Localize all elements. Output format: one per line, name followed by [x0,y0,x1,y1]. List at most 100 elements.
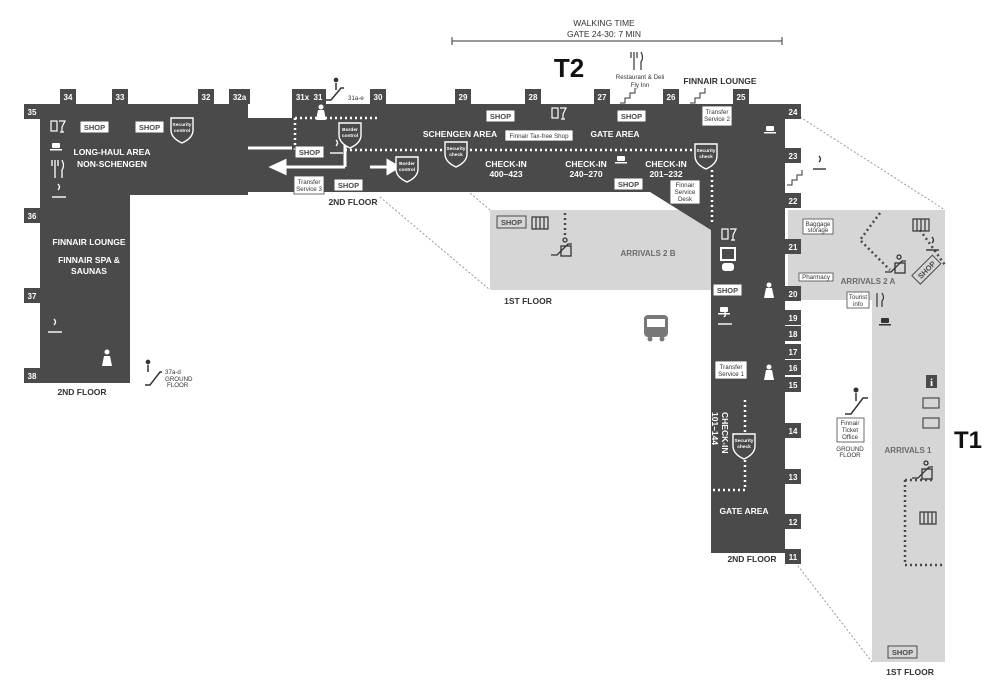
finnair-lounge-left: FINNAIR LOUNGE [52,237,126,247]
escalator-icon [145,77,868,415]
fork-knife-icon-left [51,159,65,178]
gate-21: 21 [785,239,801,254]
gate-24: 24 [785,104,801,119]
service-boxes [293,105,870,443]
transfer1-label-1: Transfer [720,364,743,371]
corridor-arrows [248,140,401,176]
svg-text:Security: Security [173,122,192,128]
transfer3-label-1: Transfer [298,179,321,186]
floor-label-right: 2ND FLOOR [727,554,776,564]
baby-care-icon [102,104,774,380]
svg-text:29: 29 [459,93,468,102]
tourist-label-2: info [853,301,864,308]
svg-text:SHOP: SHOP [892,648,913,657]
smoking-icon-dark [813,155,939,251]
shop-icon: SHOP [134,120,165,134]
shop-icon: SHOP [712,283,743,297]
svg-text:Security: Security [697,148,716,154]
drink-glass-icon [50,107,737,241]
finnair-lounge-top: FINNAIR LOUNGE [683,76,757,86]
baggage-icon [531,216,937,525]
shop-icon: SHOP [887,645,918,659]
gate-area-top: GATE AREA [590,129,639,139]
gate-37: 37 [24,288,40,303]
gate-16: 16 [785,360,801,375]
transfer1-label-2: Service 1 [718,371,744,378]
gate-area-bottom: GATE AREA [719,506,768,516]
gate-22: 22 [785,193,801,208]
projection-lines [379,116,946,663]
svg-text:31: 31 [314,93,323,102]
taxfree-label: Finnair Tax-free Shop [509,133,569,140]
terminal-t1-label: T1 [954,427,982,454]
svg-text:SHOP: SHOP [338,181,359,190]
shop-icon: SHOP [496,215,527,229]
svg-text:15: 15 [789,381,798,390]
gate-15: 15 [785,377,801,392]
transfer2-label-1: Transfer [706,109,729,116]
gate-17: 17 [785,344,801,359]
gate-13: 13 [785,469,801,484]
ground-37-label: 37a-d [165,369,181,376]
svg-text:17: 17 [789,348,798,357]
svg-text:13: 13 [789,473,798,482]
tourist-label-1: Tourist [849,294,868,301]
gate-34: 34 [60,89,76,104]
svg-text:check: check [737,444,751,450]
transfer3-label-2: Service 3 [296,186,322,193]
svg-text:16: 16 [789,364,798,373]
svg-text:33: 33 [116,93,125,102]
checkin-c-1: CHECK-IN [645,159,687,169]
checkin-d-1: CHECK-IN [720,412,730,454]
smoking-icon [48,139,732,333]
svg-text:Border: Border [342,127,358,133]
gate-33: 33 [112,89,128,104]
gate-26: 26 [663,89,679,104]
shop-icon: SHOP [485,109,516,123]
longhaul-label-2: NON-SCHENGEN [77,159,147,169]
gate-18: 18 [785,326,801,341]
gate-36: 36 [24,208,40,223]
pharmacy-label: Pharmacy [802,274,831,281]
svg-text:34: 34 [64,93,73,102]
svg-text:22: 22 [789,197,798,206]
svg-text:SHOP: SHOP [717,286,738,295]
walking-time-title: WALKING TIME [573,18,635,28]
svg-text:Border: Border [399,161,415,167]
arrivals-2a-area [788,210,945,318]
info-icon: i [926,375,937,389]
svg-text:SHOP: SHOP [490,112,511,121]
checkin-b-2: 240–270 [569,169,602,179]
coffee-cup-icon-dark [879,318,891,326]
shop-icon: SHOP [333,178,364,192]
svg-text:23: 23 [789,152,798,161]
gate-32a: 32a [229,89,250,104]
svg-text:control: control [174,128,190,134]
svg-text:SHOP: SHOP [501,218,522,227]
svg-text:SHOP: SHOP [84,123,105,132]
svg-text:i: i [930,377,933,389]
fork-knife-icon [630,51,644,70]
ground-37-floor: FLOOR [167,382,189,389]
baggage-label-2: storage [808,227,829,234]
customs-icon [551,237,933,480]
baggage-label-1: Baggage [806,221,831,228]
arrival-paths [563,212,947,567]
floor-label-mid: 2ND FLOOR [328,197,377,207]
ticket-ground: GROUND [836,446,864,453]
svg-text:SHOP: SHOP [139,123,160,132]
arrivals-2a-label: ARRIVALS 2 A [841,277,896,286]
svg-text:Security: Security [447,146,466,152]
spa-label-1: FINNAIR SPA & [58,255,120,265]
arrivals-2b-area [490,210,711,290]
svg-text:20: 20 [789,290,798,299]
svg-text:32: 32 [202,93,211,102]
stairs-icon [620,88,803,186]
terminal-building [40,104,785,553]
shop-icon: SHOP [79,120,110,134]
fsd-label-1: Finnair [676,182,695,189]
first-floor-right: 1ST FLOOR [886,667,934,677]
